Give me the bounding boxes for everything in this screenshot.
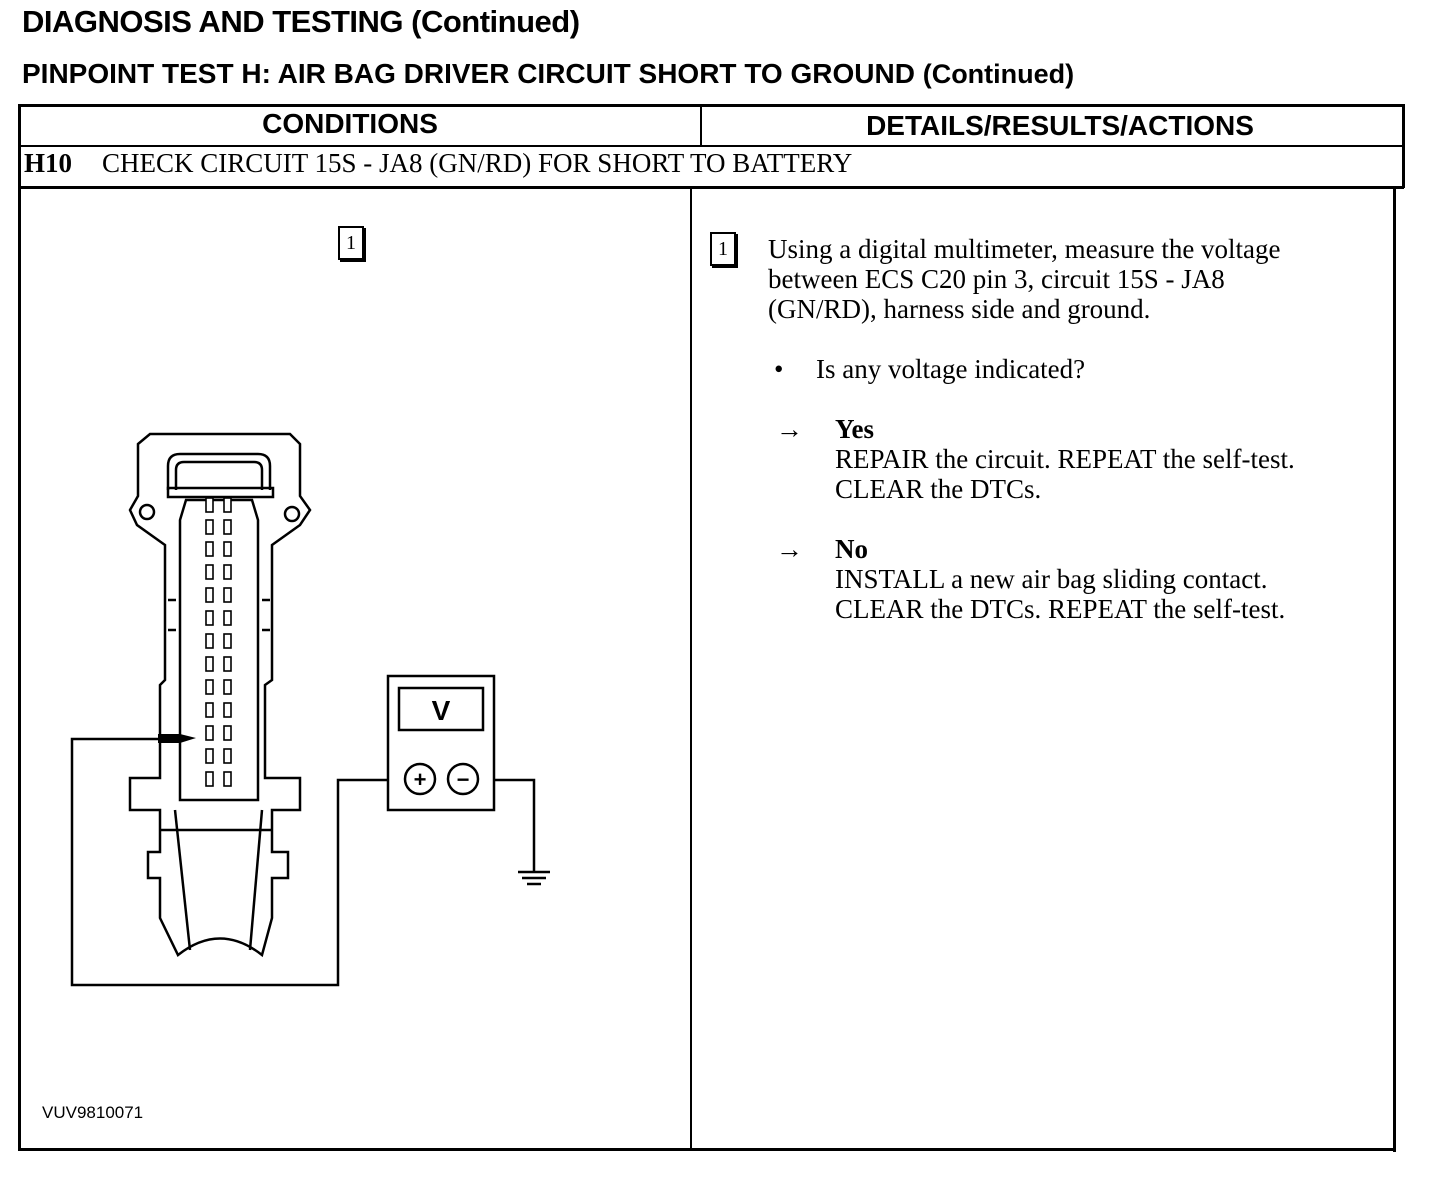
- column-header-conditions: CONDITIONS: [262, 108, 438, 139]
- result-yes-line: REPAIR the circuit. REPEAT the self-test…: [835, 444, 1295, 474]
- test-title-text: PINPOINT TEST H: AIR BAG DRIVER CIRCUIT …: [22, 58, 915, 89]
- result-no-line: CLEAR the DTCs. REPEAT the self-test.: [835, 594, 1286, 624]
- section-title: DIAGNOSIS AND TESTING (Continued): [22, 4, 580, 39]
- instruction-line: between ECS C20 pin 3, circuit 15S - JA8: [768, 264, 1225, 294]
- connector-outline: [128, 432, 312, 958]
- result-no-line: INSTALL a new air bag sliding contact.: [835, 564, 1268, 594]
- instruction-line: (GN/RD), harness side and ground.: [768, 294, 1151, 324]
- terminal-cavities: [205, 497, 232, 787]
- instruction-text: Using a digital multimeter, measure the …: [768, 234, 1281, 324]
- multimeter: [386, 674, 496, 812]
- no-arrow: →: [776, 534, 803, 564]
- figure-id: VUV9810071: [42, 1103, 144, 1122]
- instruction-line: Using a digital multimeter, measure the …: [768, 234, 1281, 264]
- pinpoint-test-title: PINPOINT TEST H: AIR BAG DRIVER CIRCUIT …: [22, 58, 1074, 90]
- result-yes: Yes REPAIR the circuit. REPEAT the self-…: [835, 414, 1295, 504]
- result-yes-label: Yes: [835, 414, 874, 444]
- result-no: No INSTALL a new air bag sliding contact…: [835, 534, 1285, 624]
- positive-test-lead: [70, 737, 388, 987]
- column-header-details: DETAILS/RESULTS/ACTIONS: [866, 110, 1254, 141]
- meter-display-label: V: [432, 695, 451, 726]
- step-id: H10: [24, 148, 73, 178]
- conditions-callout: 1: [338, 226, 364, 260]
- result-yes-line: CLEAR the DTCs.: [835, 474, 1042, 504]
- step-row: H10 CHECK CIRCUIT 15S - JA8 (GN/RD) FOR S…: [24, 148, 852, 179]
- plus-terminal-label: +: [414, 767, 427, 792]
- question-text: Is any voltage indicated?: [816, 354, 1086, 384]
- bullet: •: [774, 354, 784, 384]
- result-no-label: No: [835, 534, 868, 564]
- test-title-suffix: (Continued): [922, 59, 1075, 89]
- minus-terminal-label: −: [457, 767, 470, 792]
- yes-arrow: →: [776, 414, 803, 444]
- step-title: CHECK CIRCUIT 15S - JA8 (GN/RD) FOR SHOR…: [102, 148, 853, 178]
- connector-test-diagram: V + −: [70, 432, 550, 987]
- details-callout: 1: [710, 232, 736, 266]
- negative-test-lead: [494, 778, 536, 872]
- test-probe: [158, 734, 196, 743]
